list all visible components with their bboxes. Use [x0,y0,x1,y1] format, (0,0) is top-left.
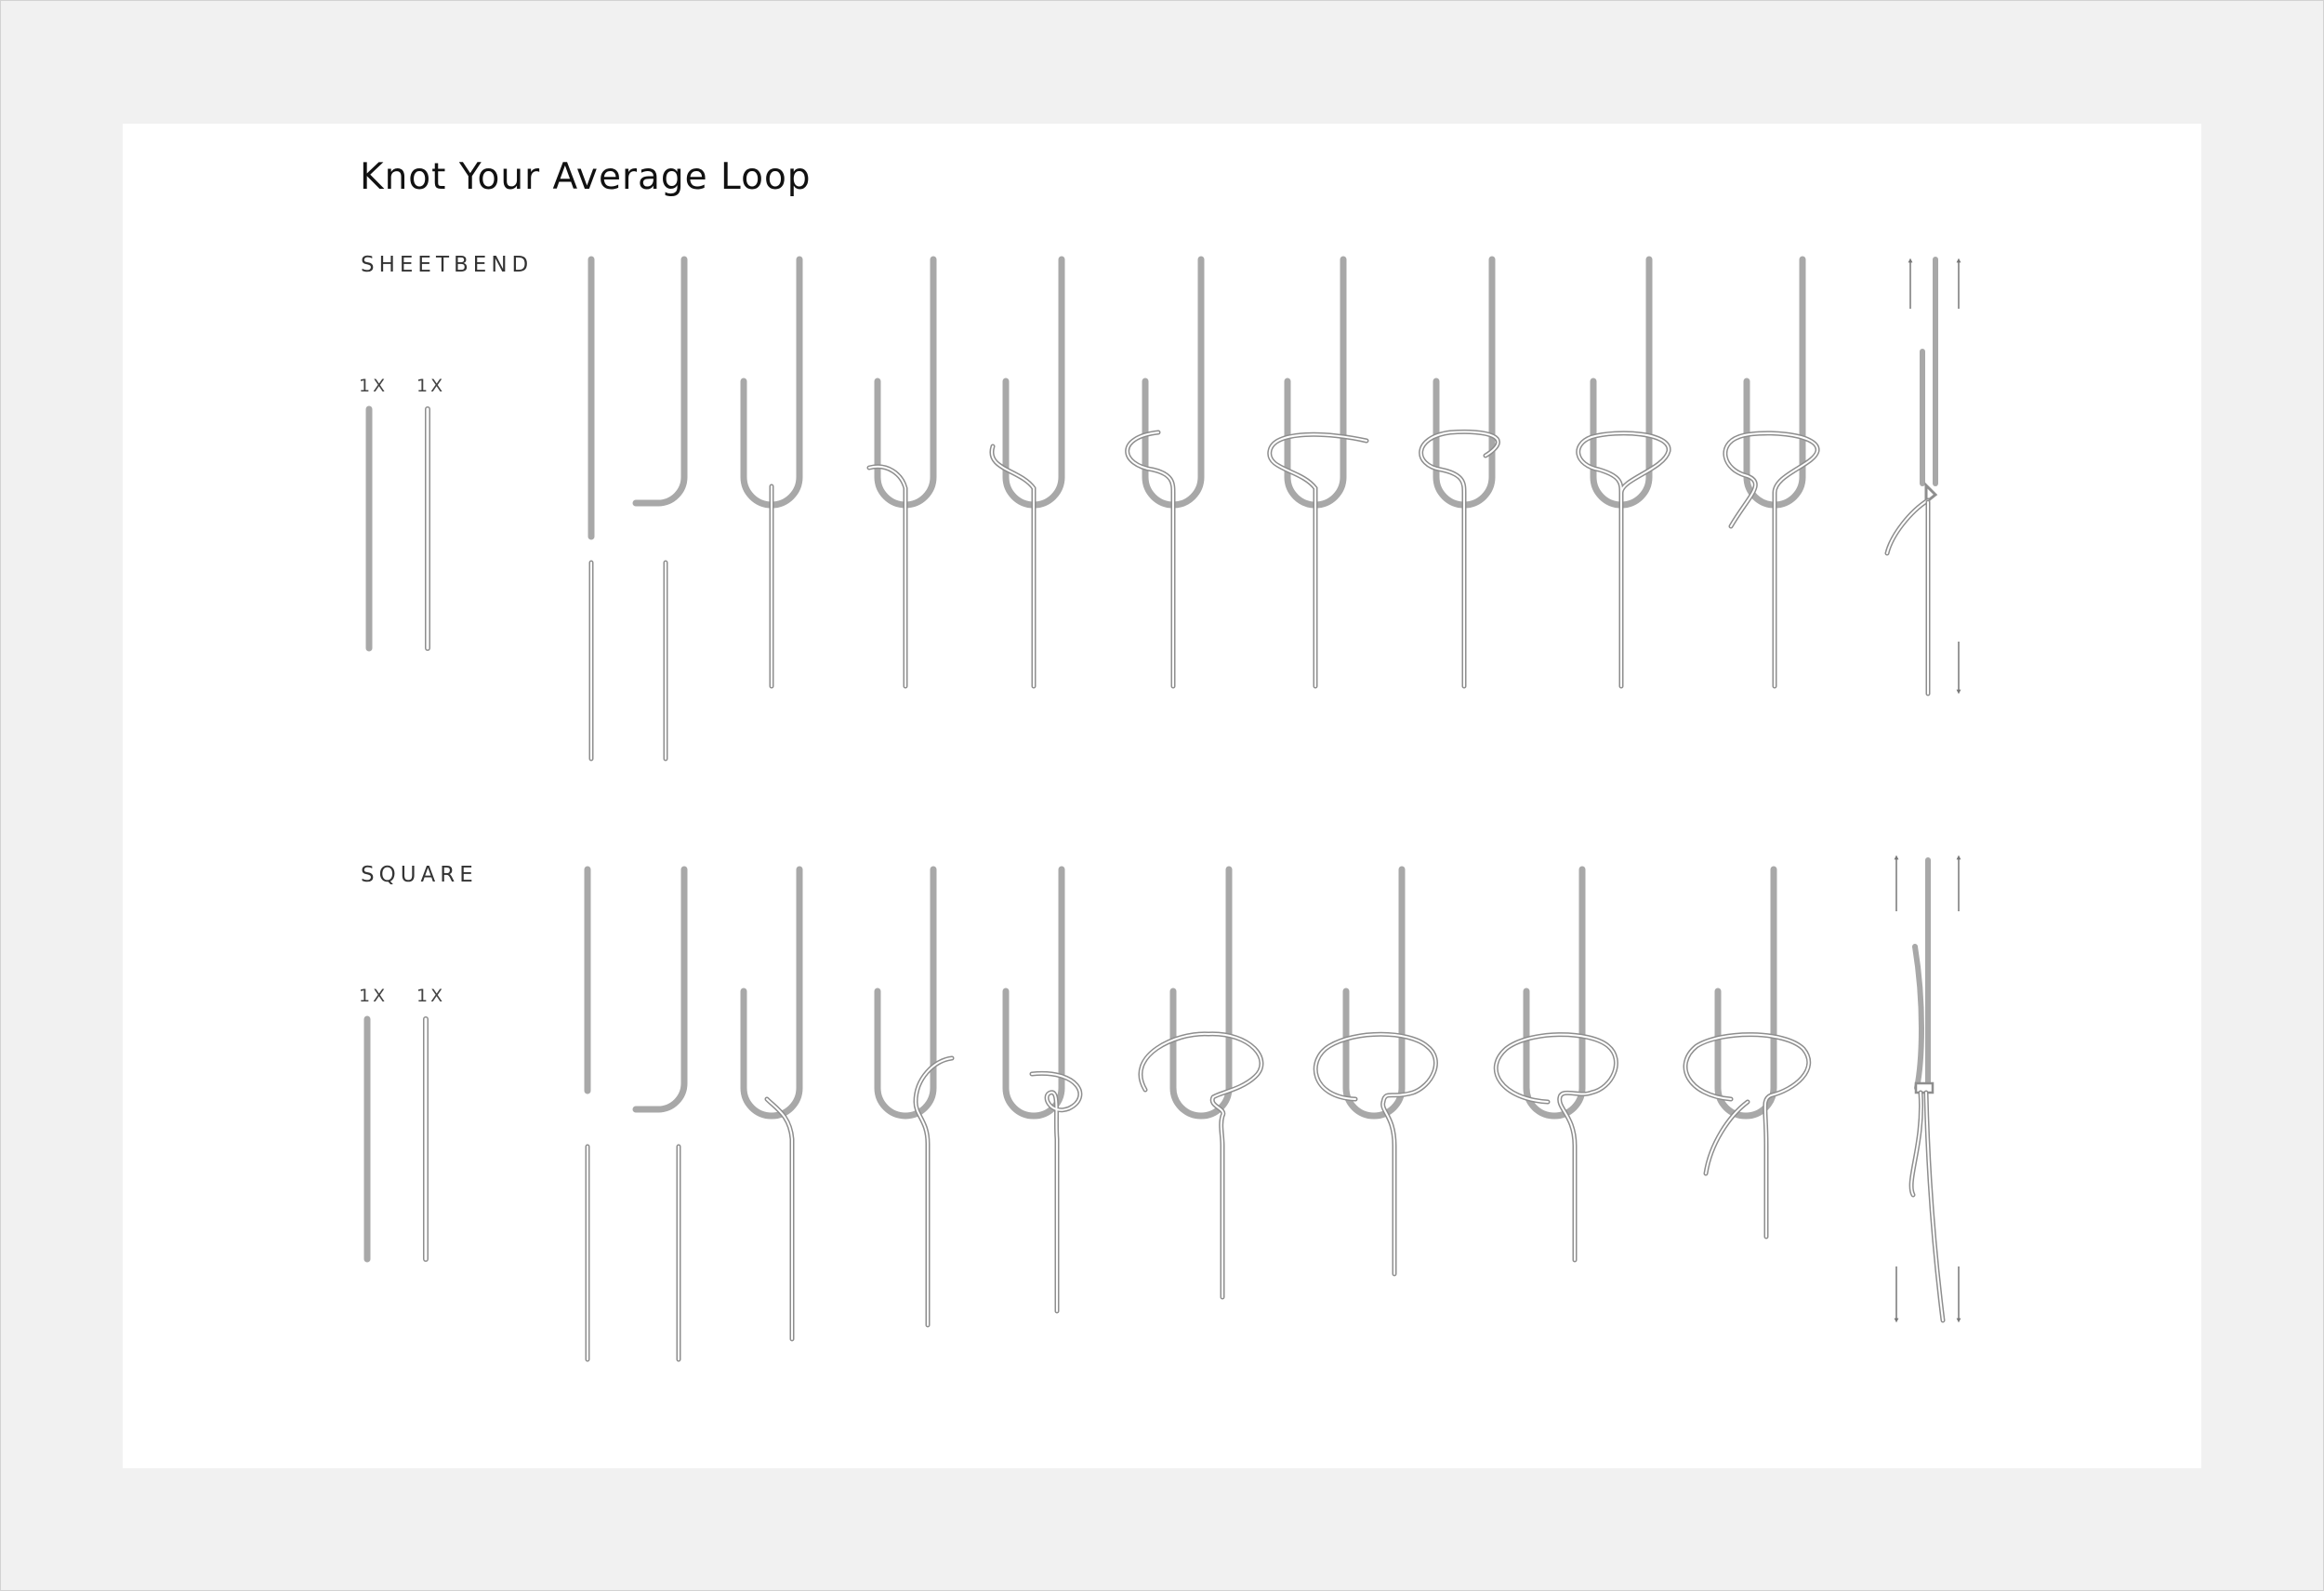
square-step-6 [1138,866,1264,1300]
rope-qty-thin-square: 1X [416,986,446,1006]
square-step-9 [1683,866,1812,1240]
square-step-8 [1493,866,1618,1263]
section-label-square: SQUARE [361,863,478,887]
rope-qty-thin-sheetbend: 1X [416,376,446,396]
square-step-1 [584,866,681,1362]
poster-sheet [123,124,2201,1468]
sheetbend-step-final [1884,257,1961,696]
sheetbend-step-3 [740,256,803,689]
square-step-3 [740,866,803,1342]
sheetbend-step-2 [632,256,688,507]
sheetbend-step-7 [1267,256,1369,689]
rope-qty-thick-square: 1X [359,986,389,1006]
sheetbend-step-6 [1125,256,1205,689]
square-step-4 [874,866,955,1328]
section-label-sheetbend: SHEETBEND [361,253,534,277]
sheetbend-step-4 [866,256,937,689]
square-step-2 [632,866,688,1113]
page-title: Knot Your Average Loop [360,156,812,198]
sheetbend-step-1 [588,256,668,762]
rope-qty-thick-sheetbend: 1X [359,376,389,396]
rope-legend-square [363,1015,429,1263]
square-step-5 [1002,866,1083,1314]
square-step-final [1894,855,1961,1323]
sheetbend-step-9 [1576,256,1671,689]
sheetbend-step-5 [989,256,1065,689]
sheetbend-step-10 [1723,256,1820,689]
rope-legend-sheetbend [365,405,430,652]
sheetbend-step-8 [1419,256,1500,689]
square-step-7 [1313,866,1438,1277]
